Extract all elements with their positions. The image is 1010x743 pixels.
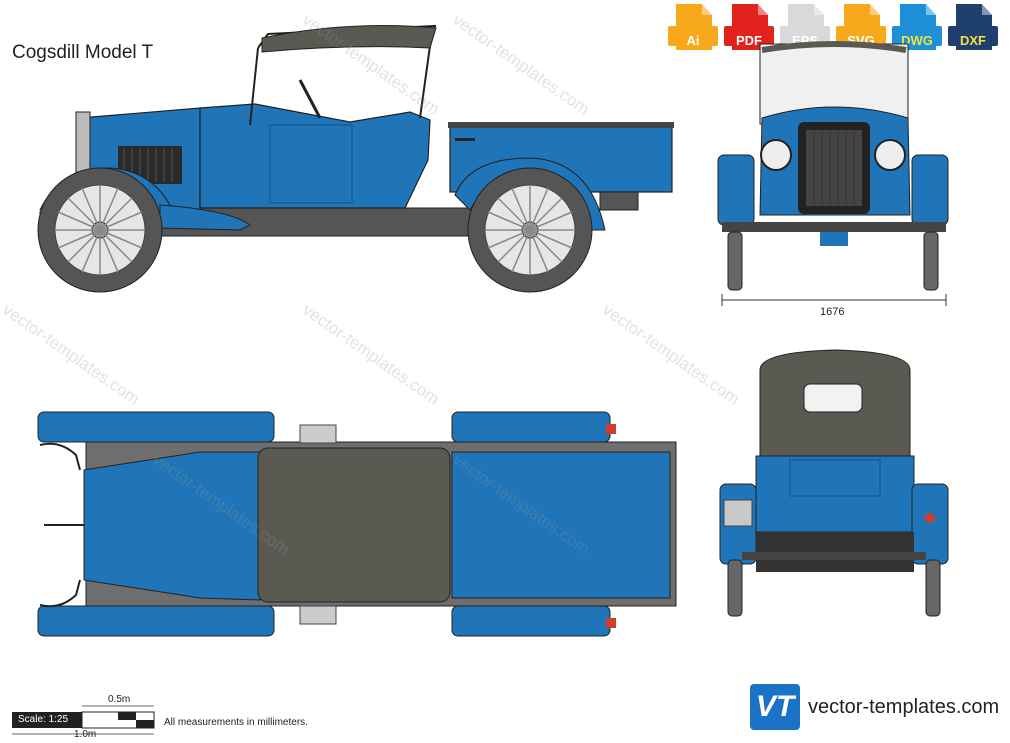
top-view [37, 411, 677, 637]
format-pdf[interactable]: PDF [724, 4, 774, 52]
format-ai[interactable]: Ai [668, 4, 718, 52]
format-dwg[interactable]: DWG [892, 4, 942, 52]
vt-logo-icon: VT [750, 684, 800, 730]
format-svg[interactable]: SVG [836, 4, 886, 52]
side-view [37, 24, 674, 293]
measurement-note: All measurements in millimeters. [164, 717, 308, 728]
scale-one-meter: 1.0m [74, 729, 97, 740]
format-badges: Ai PDF EPS SVG DWG DXF [668, 4, 998, 52]
front-wheel [37, 167, 163, 293]
scale-label: Scale: 1:25 [12, 712, 82, 728]
format-dxf[interactable]: DXF [948, 4, 998, 52]
rear-view [719, 349, 949, 617]
page-title: Cogsdill Model T [12, 42, 154, 63]
scale-bar [12, 705, 155, 735]
front-view [717, 41, 949, 306]
rear-wheel [467, 167, 593, 293]
brand-text: vector-templates.com [808, 695, 1000, 718]
scale-half-meter: 0.5m [108, 694, 131, 705]
front-width-dimension: 1676 [820, 306, 845, 318]
brand[interactable]: VT vector-templates.com [750, 684, 999, 730]
